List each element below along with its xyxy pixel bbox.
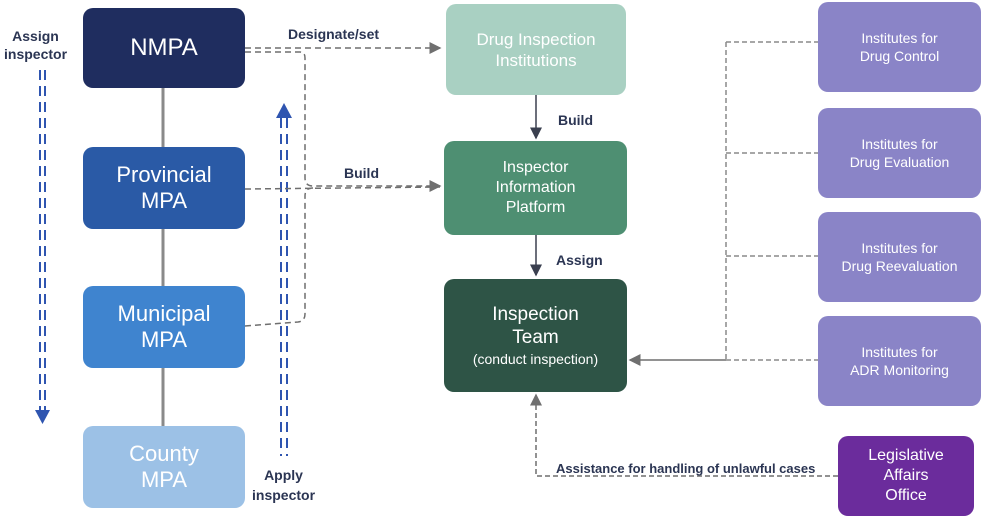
institutes-drug-evaluation-box: Institutes for Drug Evaluation bbox=[818, 108, 981, 198]
assign-inspector-line-1: Assign bbox=[12, 28, 59, 44]
provincial-mpa-box: Provincial MPA bbox=[83, 147, 245, 229]
designate-set-label: Designate/set bbox=[288, 26, 380, 42]
institutes-adr-monitoring-box: Institutes for ADR Monitoring bbox=[818, 316, 981, 406]
nmpa-build-edge bbox=[245, 51, 442, 192]
build-top-label: Build bbox=[558, 112, 593, 128]
county-line-1: County bbox=[129, 441, 199, 466]
team-line-2: Team bbox=[512, 326, 559, 348]
drug-inspection-line-2: Institutions bbox=[495, 50, 577, 70]
municipal-line-2: MPA bbox=[140, 327, 188, 352]
drug-inspection-line-1: Drug Inspection bbox=[476, 29, 596, 49]
provincial-line-1: Provincial bbox=[116, 162, 212, 187]
team-line-3: (conduct inspection) bbox=[472, 350, 599, 367]
drug-reevaluation-line-2: Drug Reevaluation bbox=[841, 258, 958, 274]
drug-control-line-2: Drug Control bbox=[859, 48, 940, 64]
inspector-information-platform-box: Inspector Information Platform bbox=[444, 141, 627, 235]
platform-line-3: Platform bbox=[505, 199, 566, 216]
inspection-team-box: Inspection Team (conduct inspection) bbox=[444, 279, 627, 392]
apply-inspector-label: Apply inspector bbox=[252, 465, 315, 505]
apply-inspector-arrow bbox=[276, 103, 292, 456]
apply-inspector-line-2: inspector bbox=[252, 487, 316, 503]
nmpa-label: NMPA bbox=[130, 34, 198, 61]
platform-line-1: Inspector bbox=[502, 159, 569, 176]
municipal-mpa-box: Municipal MPA bbox=[83, 286, 245, 368]
legislative-line-3: Office bbox=[885, 487, 927, 504]
provincial-build-edge bbox=[244, 186, 441, 190]
legislative-line-2: Affairs bbox=[883, 467, 929, 484]
legislative-affairs-office-box: Legislative Affairs Office bbox=[838, 436, 974, 516]
adr-monitoring-line-1: Institutes for bbox=[861, 344, 938, 360]
adr-monitoring-line-2: ADR Monitoring bbox=[850, 362, 949, 378]
municipal-line-1: Municipal bbox=[117, 301, 211, 326]
institutes-drug-reevaluation-box: Institutes for Drug Reevaluation bbox=[818, 212, 981, 302]
legislative-line-1: Legislative bbox=[868, 447, 944, 464]
county-line-2: MPA bbox=[140, 467, 188, 492]
drug-control-line-1: Institutes for bbox=[861, 30, 938, 46]
team-line-1: Inspection bbox=[492, 303, 579, 325]
nmpa-box: NMPA bbox=[83, 8, 245, 88]
drug-inspection-institutions-box: Drug Inspection Institutions bbox=[446, 4, 626, 95]
assign-label: Assign bbox=[556, 252, 603, 268]
assign-inspector-label: Assign inspector bbox=[4, 27, 67, 63]
county-mpa-box: County MPA bbox=[83, 426, 245, 508]
assign-inspector-line-2: inspector bbox=[4, 46, 68, 62]
institutes-drug-control-box: Institutes for Drug Control bbox=[818, 2, 981, 92]
assistance-edge bbox=[530, 393, 838, 477]
drug-reevaluation-line-1: Institutes for bbox=[861, 240, 938, 256]
apply-inspector-line-1: Apply bbox=[264, 467, 303, 483]
assistance-label: Assistance for handling of unlawful case… bbox=[556, 461, 816, 476]
provincial-line-2: MPA bbox=[140, 188, 188, 213]
drug-evaluation-line-2: Drug Evaluation bbox=[849, 154, 950, 170]
institutes-bracket bbox=[725, 41, 818, 361]
build-mid-label: Build bbox=[344, 165, 379, 181]
platform-line-2: Information bbox=[495, 179, 576, 196]
drug-evaluation-line-1: Institutes for bbox=[861, 136, 938, 152]
municipal-build-edge bbox=[244, 187, 314, 327]
assign-inspector-arrow bbox=[35, 70, 50, 424]
